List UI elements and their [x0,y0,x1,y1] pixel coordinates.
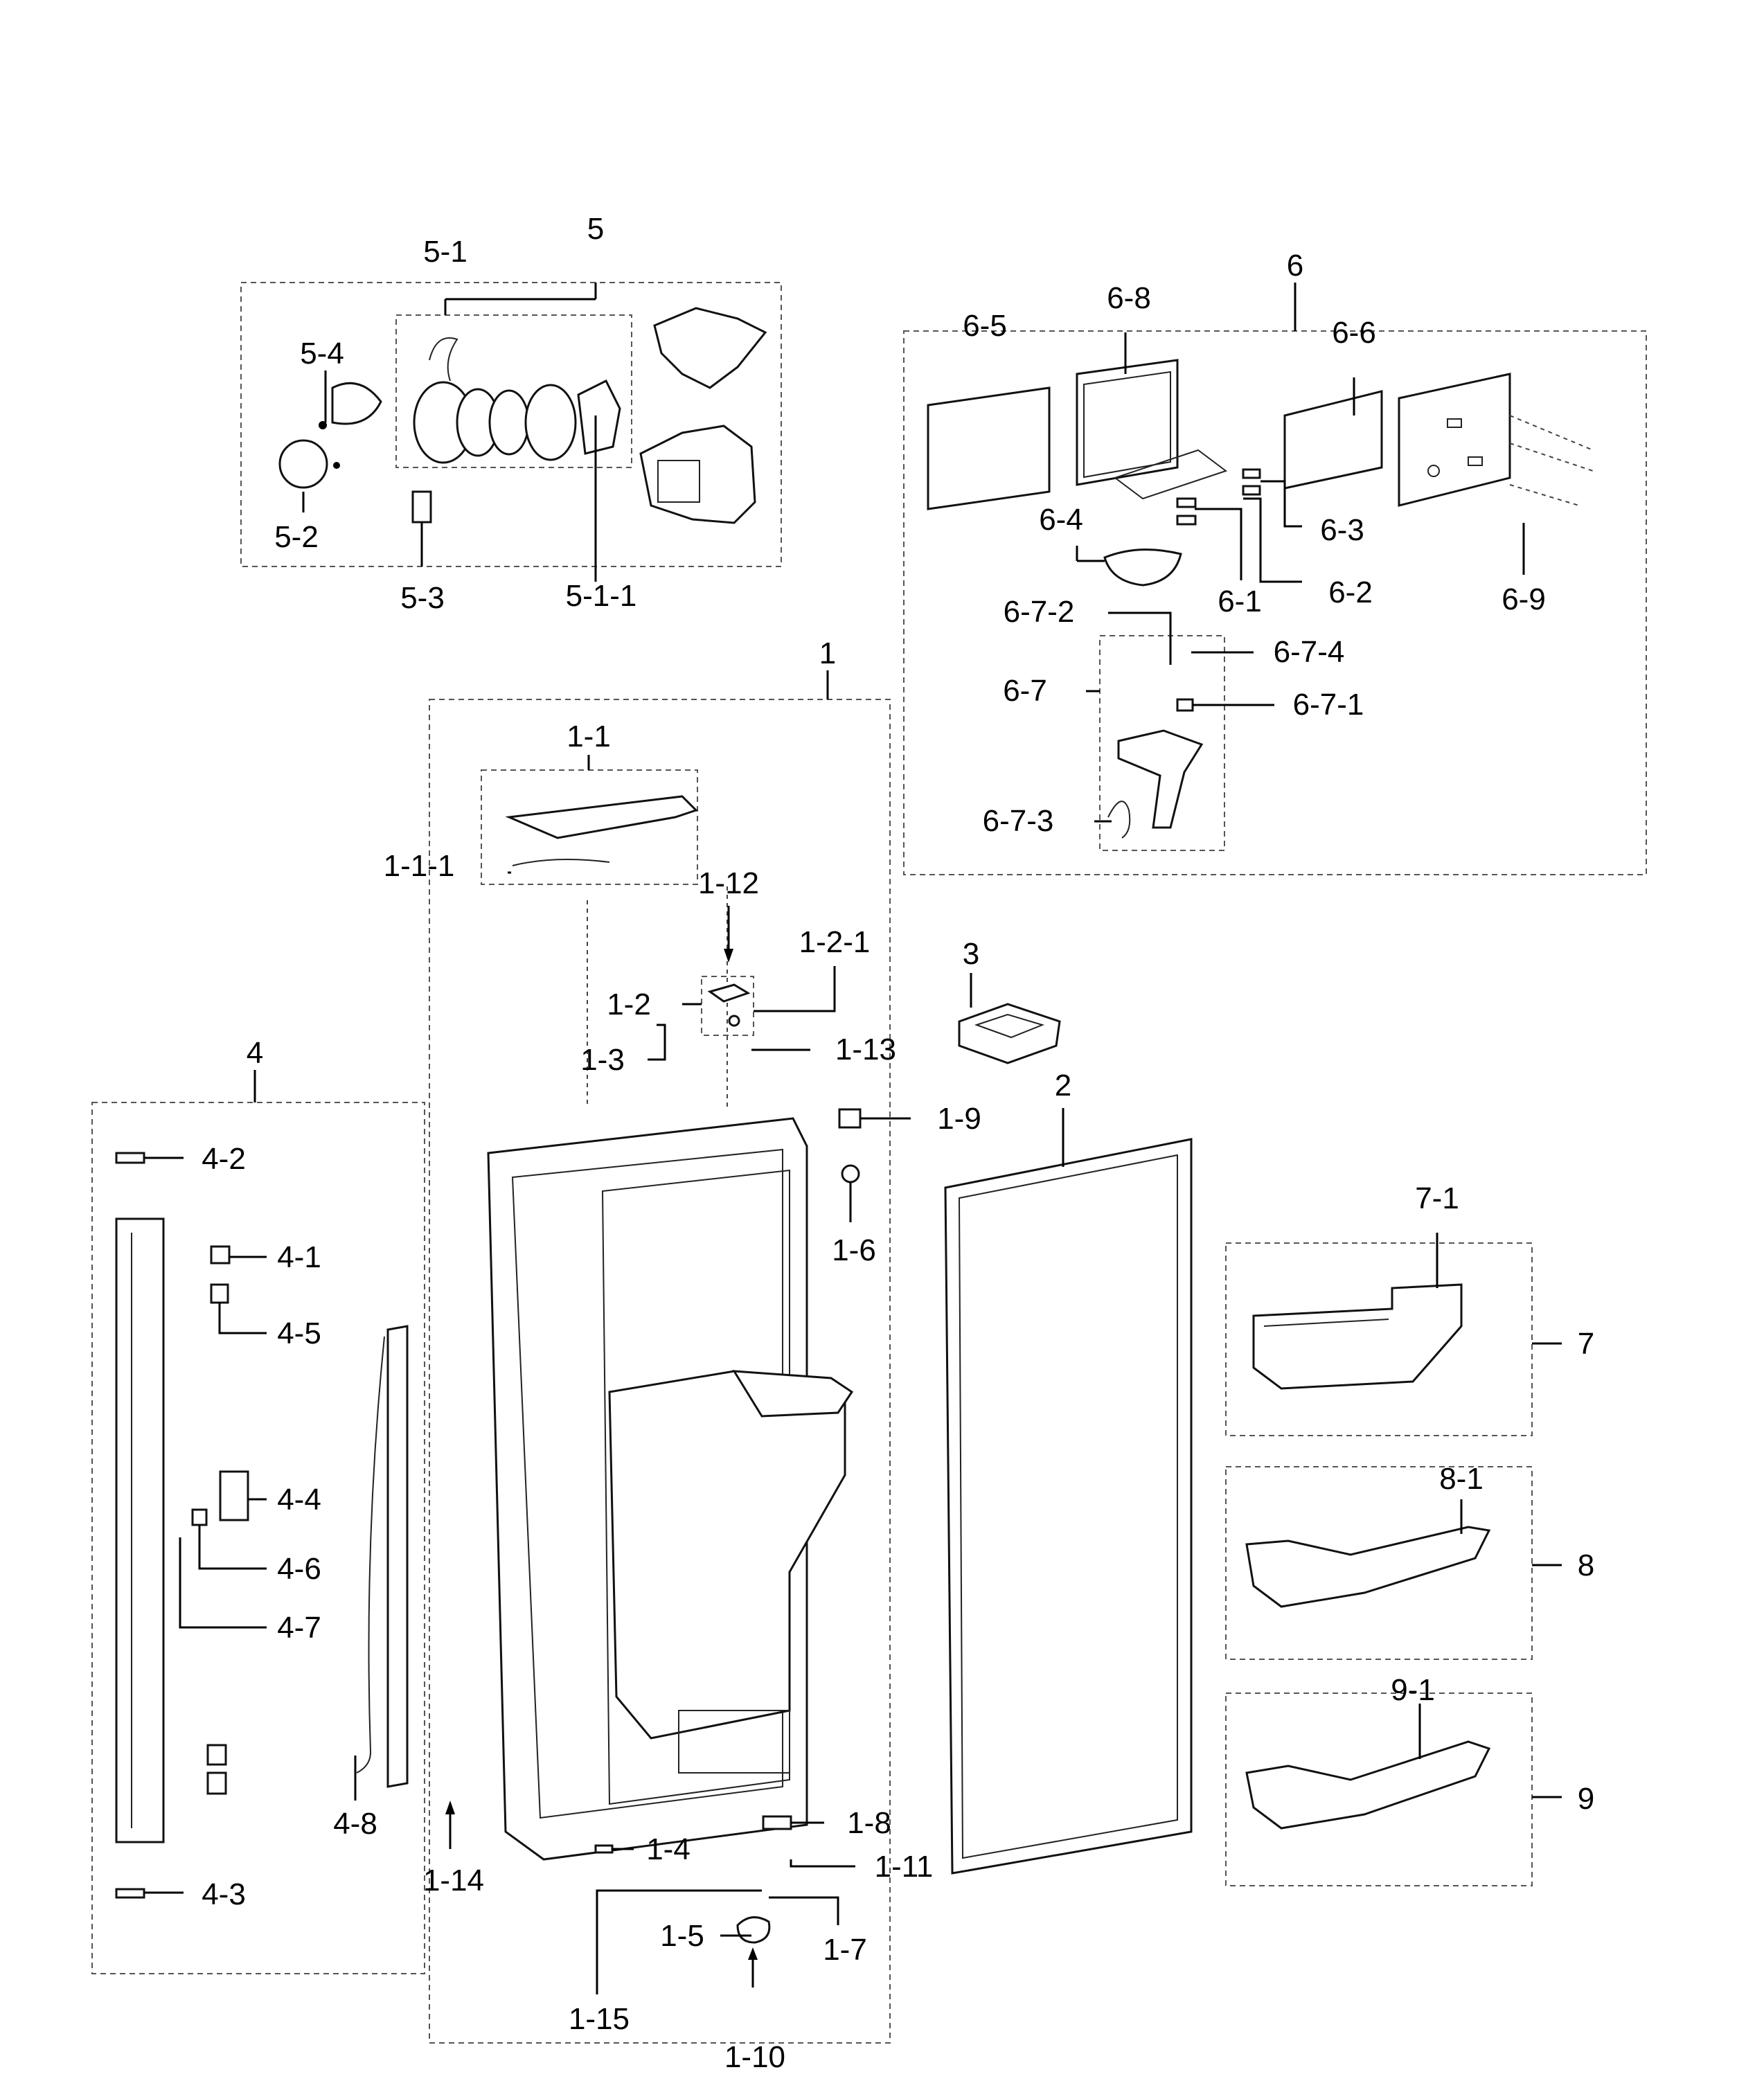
bin-7-1 [1252,1283,1463,1390]
trim-strip-4-8 [386,1325,409,1788]
label-4-2: 4-2 [202,1142,246,1176]
group-9-bin: 9-1 9 [1225,1673,1594,1886]
label-7-1: 7-1 [1415,1181,1459,1215]
ice-tray-part [639,425,756,524]
label-6-8: 6-8 [1107,281,1151,315]
label-9-1: 9-1 [1391,1673,1435,1707]
label-4: 4 [247,1036,263,1070]
dispenser-lever [1117,729,1204,829]
label-6-7-2: 6-7-2 [1004,595,1075,629]
part-1-5 [736,1916,771,1944]
group-5-ice-maker: 5 5-1 5-4 5-2 5-3 5-1-1 [240,212,782,615]
group-1-door: 1 1-1 1-1-1 1-12 1-2-1 1-2 1-3 1-13 1-9 … [384,636,981,2074]
label-6-4: 6-4 [1039,503,1083,537]
panel-6-5 [927,386,1051,510]
label-6-5: 6-5 [963,309,1007,343]
label-6-7-3: 6-7-3 [983,804,1054,838]
group-9-box [1225,1693,1533,1886]
ice-bucket-part [653,307,767,389]
board-6-6 [1283,390,1383,490]
group-6-box [903,330,1647,875]
label-1-14: 1-14 [423,1864,484,1897]
label-6-9: 6-9 [1502,582,1546,616]
label-1-9: 1-9 [937,1102,981,1136]
part-6-4 [1103,548,1182,587]
part-1-8 [762,1815,792,1830]
motor-part [278,439,328,489]
label-9: 9 [1578,1782,1594,1816]
cover-part [331,382,382,425]
group-7-bin: 7-1 7 [1225,1181,1594,1436]
label-6-7: 6-7 [1003,674,1047,708]
label-3: 3 [963,937,979,971]
label-4-8: 4-8 [333,1807,377,1841]
label-8-1: 8-1 [1439,1462,1484,1496]
handle-bar [115,1217,165,1843]
label-6-7-1: 6-7-1 [1293,688,1364,722]
frame-6-8 [1076,359,1179,486]
part-1-4 [594,1844,614,1854]
label-1-4: 1-4 [646,1832,691,1866]
bracket-4-4 [219,1470,249,1521]
label-7: 7 [1578,1327,1594,1361]
label-5: 5 [587,212,604,246]
label-6-2: 6-2 [1328,575,1373,609]
bin-8-1 [1245,1526,1491,1608]
label-8: 8 [1578,1548,1594,1582]
label-5-1: 5-1 [423,235,467,269]
label-1: 1 [819,636,836,670]
label-1-5: 1-5 [660,1919,704,1953]
dispenser-chute [608,1370,846,1740]
label-1-1-1: 1-1-1 [384,849,455,883]
part-3-cap: 3 [958,937,1061,1064]
label-1-8: 1-8 [847,1806,891,1840]
label-1-11: 1-11 [875,1850,934,1884]
group-5-box [240,282,782,567]
label-5-1-1: 5-1-1 [566,579,637,613]
group-4-box [91,1102,425,1974]
label-4-6: 4-6 [277,1552,321,1586]
label-5-4: 5-4 [300,337,344,370]
label-1-6: 1-6 [832,1233,876,1267]
label-2: 2 [1055,1069,1071,1102]
label-5-2: 5-2 [274,520,319,554]
group-7-box [1225,1242,1533,1436]
label-6-6: 6-6 [1332,316,1376,350]
part-2-gasket: 2 [944,1069,1193,1875]
bracket-1-1 [505,795,698,839]
label-6-1: 6-1 [1218,584,1262,618]
label-1-12: 1-12 [698,866,759,900]
label-1-2-1: 1-2-1 [799,925,871,959]
label-1-2: 1-2 [607,988,651,1021]
part-1-6 [841,1164,860,1184]
label-4-7: 4-7 [277,1611,321,1645]
group-5-1-box [395,314,632,468]
door-gasket [944,1138,1193,1875]
label-1-7: 1-7 [823,1933,867,1967]
sensor-part [411,490,432,524]
label-6: 6 [1287,249,1303,283]
label-5-3: 5-3 [400,581,445,615]
group-6-dispenser: 6 6-8 6-5 6-6 6-4 6-3 6-2 6-1 6-9 6-7-2 … [903,249,1647,875]
label-6-3: 6-3 [1320,513,1364,547]
group-8-box [1225,1466,1533,1660]
label-1-3: 1-3 [580,1043,625,1077]
label-4-3: 4-3 [202,1877,246,1911]
group-4-handle: 4 4-2 4-1 4-5 4-4 4-6 4-7 4-8 4-3 [91,1036,425,1974]
label-4-4: 4-4 [277,1483,321,1517]
label-1-15: 1-15 [569,2002,630,2036]
label-1-10: 1-10 [724,2040,785,2074]
label-4-1: 4-1 [277,1240,321,1274]
group-6-7-box [1099,635,1225,851]
part-1-9 [838,1108,862,1129]
group-1-2-box [701,976,754,1036]
bin-9-1 [1245,1740,1491,1830]
group-8-bin: 8-1 8 [1225,1462,1594,1660]
label-4-5: 4-5 [277,1316,321,1350]
cover-6-9 [1398,373,1511,507]
label-1-1: 1-1 [567,720,611,753]
label-6-7-4: 6-7-4 [1274,635,1345,669]
label-1-13: 1-13 [835,1033,896,1066]
